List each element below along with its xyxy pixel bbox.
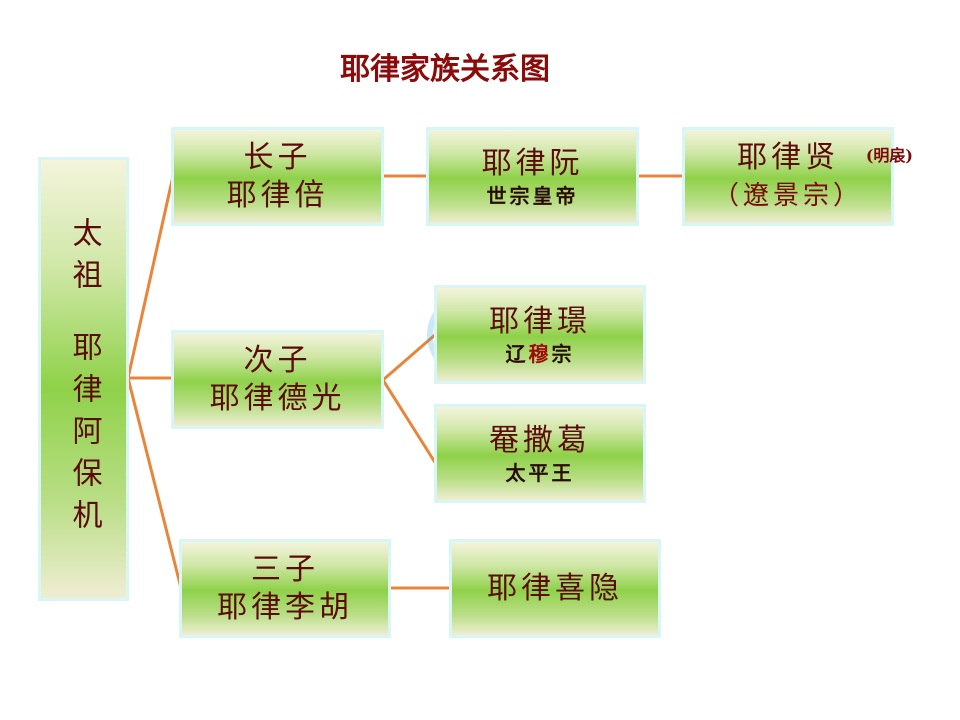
title-part: 宗 xyxy=(551,341,575,366)
node-name: 耶律阮 xyxy=(481,145,584,181)
node-name: 耶律璟 xyxy=(489,303,591,339)
node-xiyin: 耶律喜隐 xyxy=(449,539,661,638)
node-note: (明扆) xyxy=(865,146,913,165)
node-title: （遼景宗） xyxy=(712,180,863,211)
edge-root-son1 xyxy=(126,175,175,379)
node-xian: 耶律贤 (明扆) （遼景宗） xyxy=(682,127,913,226)
node-name: 耶律喜隐 xyxy=(487,570,623,606)
edge-son2-jing xyxy=(382,332,437,382)
node-title: 世宗皇帝 xyxy=(486,183,579,208)
page-title: 耶律家族关系图 xyxy=(340,52,550,87)
node-name: 耶律贤 xyxy=(737,139,839,175)
node-rank: 次子 xyxy=(243,342,312,378)
node-title: 太平王 xyxy=(505,460,575,485)
node-name: 耶律李胡 xyxy=(217,589,353,625)
node-jing: 耶律璟 辽穆宗 xyxy=(434,285,646,384)
node-son3: 三子 耶律李胡 xyxy=(179,539,391,638)
node-son1: 长子 耶律倍 xyxy=(171,127,384,226)
node-title: 辽穆宗 xyxy=(506,341,575,367)
node-name: 耶律倍 xyxy=(226,177,329,213)
node-root: 太祖耶律阿保机 xyxy=(38,157,129,601)
node-rank: 三子 xyxy=(251,551,319,587)
title-part: 穆 xyxy=(528,341,552,366)
edge-root-son3 xyxy=(126,377,183,589)
node-rank: 长子 xyxy=(243,139,312,175)
root-text: 太祖耶律阿保机 xyxy=(64,217,104,541)
node-name: 耶律德光 xyxy=(209,380,346,416)
edge-son2-sage xyxy=(381,379,438,465)
node-ruan: 耶律阮 世宗皇帝 xyxy=(426,127,639,226)
root-title: 太祖 xyxy=(66,217,102,301)
node-name: 罨撒葛 xyxy=(489,422,591,458)
root-name: 耶律阿保机 xyxy=(66,331,102,541)
title-part: 辽 xyxy=(505,341,529,366)
node-son2: 次子 耶律德光 xyxy=(171,330,384,429)
node-sage: 罨撒葛 太平王 xyxy=(434,404,646,503)
